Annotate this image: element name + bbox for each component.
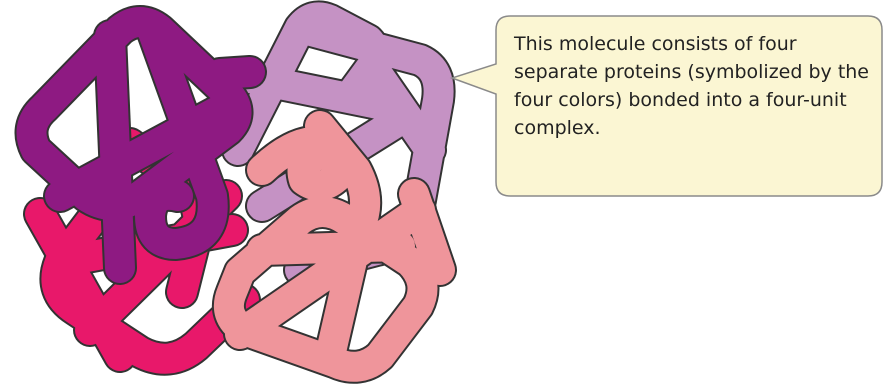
callout-text: This molecule consists of four separate … xyxy=(514,30,874,142)
protein-subunit-pink xyxy=(229,126,440,367)
